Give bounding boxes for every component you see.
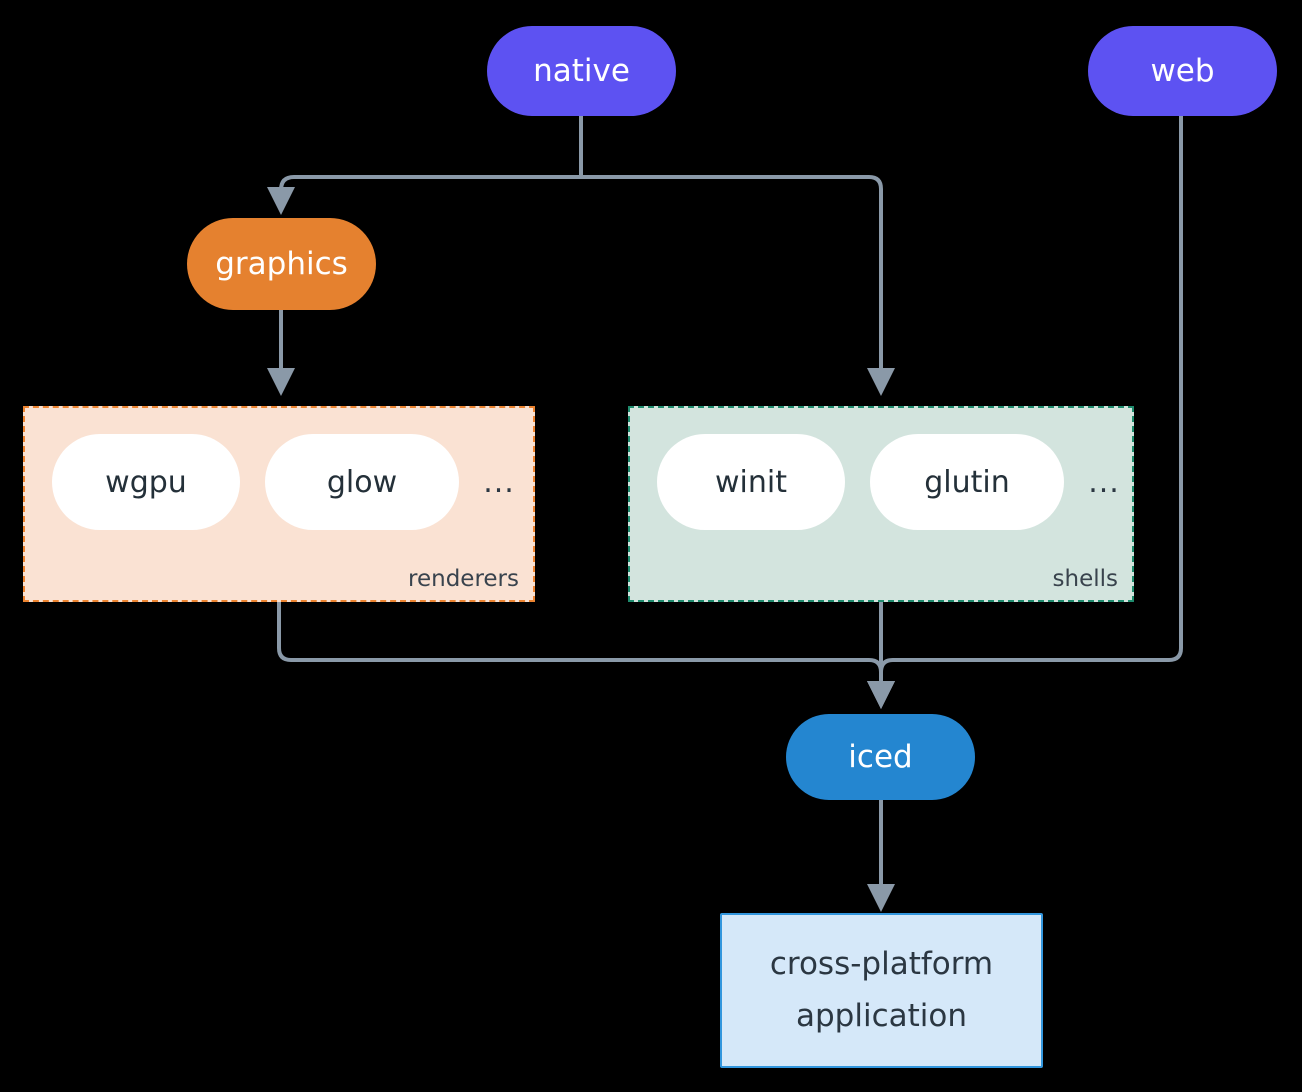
node-web-label: web [1150, 52, 1215, 89]
leaf-glutin[interactable]: glutin [870, 434, 1064, 530]
node-web[interactable]: web [1088, 26, 1277, 116]
node-native[interactable]: native [487, 26, 676, 116]
leaf-winit[interactable]: winit [657, 434, 845, 530]
shells-overflow-ellipsis: ... [1088, 464, 1120, 500]
cluster-renderers-label: renderers [408, 566, 519, 592]
leaf-glow[interactable]: glow [265, 434, 459, 530]
node-graphics[interactable]: graphics [187, 218, 376, 310]
leaf-wgpu-label: wgpu [105, 464, 187, 500]
leaf-winit-label: winit [715, 464, 787, 500]
node-application[interactable]: cross-platform application [720, 913, 1043, 1068]
leaf-glow-label: glow [326, 464, 398, 500]
node-native-label: native [533, 52, 630, 89]
node-graphics-label: graphics [215, 245, 348, 282]
cluster-shells-label: shells [1052, 566, 1118, 592]
node-application-line1: cross-platform [769, 946, 994, 983]
cluster-shells: winit glutin ... shells [628, 406, 1134, 602]
node-iced-label: iced [848, 738, 913, 775]
node-iced[interactable]: iced [786, 714, 975, 800]
node-application-line2: application [796, 997, 967, 1034]
leaf-glutin-label: glutin [924, 464, 1010, 500]
leaf-wgpu[interactable]: wgpu [52, 434, 240, 530]
edge-native-graphics [267, 175, 581, 215]
edge-native-shells [581, 175, 895, 396]
cluster-renderers: wgpu glow ... renderers [23, 406, 535, 602]
edge-renderers-iced [277, 601, 895, 709]
renderers-overflow-ellipsis: ... [483, 464, 515, 500]
